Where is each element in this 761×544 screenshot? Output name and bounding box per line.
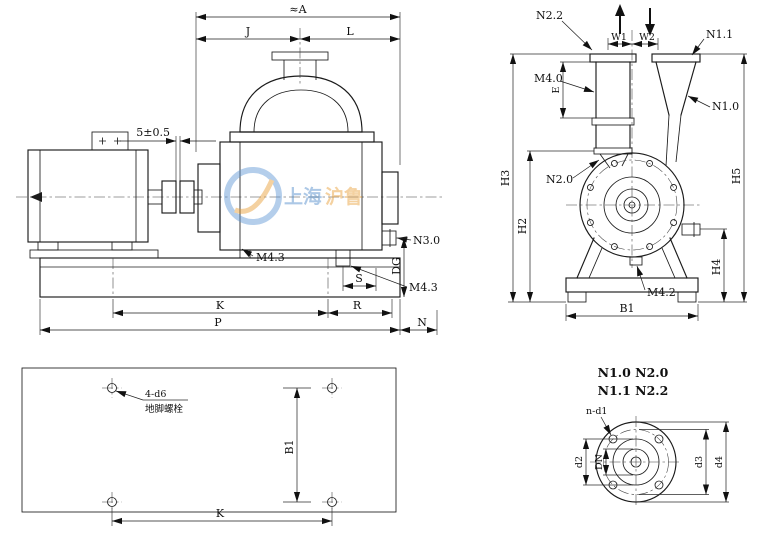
dim-s: S xyxy=(355,272,363,285)
end-view-callouts: N2.2 N1.1 M4.0 N1.0 N2.0 M4.2 xyxy=(534,9,739,299)
callout-n11: N1.1 xyxy=(706,28,733,41)
base-skid-outline xyxy=(39,257,401,298)
dim-dn: DN xyxy=(594,454,605,470)
baseplate-outline xyxy=(21,367,397,513)
dim-r: R xyxy=(353,299,362,312)
dim-h2: H2 xyxy=(516,218,529,235)
plan-view-dimensions: B1 K xyxy=(111,387,333,526)
dim-b1-plan: B1 xyxy=(283,439,296,454)
callout-m42: M4.2 xyxy=(647,286,676,299)
dim-p: P xyxy=(214,316,222,329)
pump-support-outline xyxy=(565,237,699,303)
end-view-dimensions: W1 W2 E H3 H2 H5 H4 xyxy=(499,32,748,321)
side-view-dimensions-bottom: S K R P N xyxy=(39,266,438,335)
callout-n20: N2.0 xyxy=(546,173,573,186)
dim-d2: d2 xyxy=(574,456,585,468)
dim-l: L xyxy=(346,25,354,38)
callout-m43-right: M4.3 xyxy=(409,281,438,294)
flange-title-line2: N1.1 N2.2 xyxy=(598,383,669,398)
callout-n30: N3.0 xyxy=(413,234,440,247)
callout-n22: N2.2 xyxy=(536,9,563,22)
callout-4-d6: 4-d6 xyxy=(145,389,166,400)
flange-callout: n-d1 xyxy=(586,406,612,436)
dim-d3: d3 xyxy=(694,456,705,468)
anchor-bolt-callout: 4-d6 地脚螺栓 xyxy=(115,389,188,415)
dim-h3: H3 xyxy=(499,170,512,187)
discharge-pipe-outline xyxy=(589,53,637,169)
dim-w1: W1 xyxy=(611,32,627,43)
flange-detail-view: N1.0 N2.0 N1.1 N2.2 n-d1 d2 xyxy=(574,365,730,508)
dim-k: K xyxy=(216,299,225,312)
dim-dg: DG xyxy=(390,257,403,275)
suction-funnel-outline xyxy=(651,53,701,167)
dim-e: E xyxy=(551,86,562,93)
casing-outline xyxy=(579,152,701,266)
callout-n10: N1.0 xyxy=(712,100,739,113)
dim-approx-a: ≈A xyxy=(289,3,307,16)
dim-b1-end: B1 xyxy=(619,302,634,315)
watermark-logo: 上海沪鲁 xyxy=(224,167,363,225)
end-view: N2.2 N1.1 M4.0 N1.0 N2.0 M4.2 W1 W2 E xyxy=(499,4,748,321)
side-view: 上海沪鲁 ≈A J L 5±0.5 M4.3 N3.0 xyxy=(16,3,444,335)
plan-view: 4-d6 地脚螺栓 B1 K xyxy=(21,367,397,526)
motor-outline xyxy=(27,131,159,259)
pump-body-outline xyxy=(197,28,399,267)
dim-h4: H4 xyxy=(710,259,723,276)
dim-j: J xyxy=(245,25,250,38)
side-view-dimensions-top: ≈A J L 5±0.5 xyxy=(120,3,401,181)
callout-anchor-bolt: 地脚螺栓 xyxy=(145,403,184,415)
callout-m40: M4.0 xyxy=(534,72,563,85)
dim-n: N xyxy=(417,316,427,329)
dim-d4: d4 xyxy=(714,456,725,468)
flange-dimensions: d2 DN d3 d4 xyxy=(574,421,730,503)
dim-w2: W2 xyxy=(639,32,655,43)
callout-m43-left: M4.3 xyxy=(256,251,285,264)
side-view-callouts: M4.3 N3.0 DG M4.3 xyxy=(241,234,440,297)
shaft-direction-arrow xyxy=(30,192,42,202)
anchor-bolt-holes xyxy=(102,378,342,512)
flow-arrows xyxy=(615,4,655,36)
cover-bolts xyxy=(586,159,678,251)
dim-k-plan: K xyxy=(216,507,225,520)
flange-title-line1: N1.0 N2.0 xyxy=(598,365,669,380)
watermark-text: 上海沪鲁 xyxy=(284,185,363,208)
callout-n-d1: n-d1 xyxy=(586,406,607,417)
dim-coupling-gap: 5±0.5 xyxy=(136,126,170,139)
dim-h5: H5 xyxy=(730,168,743,185)
